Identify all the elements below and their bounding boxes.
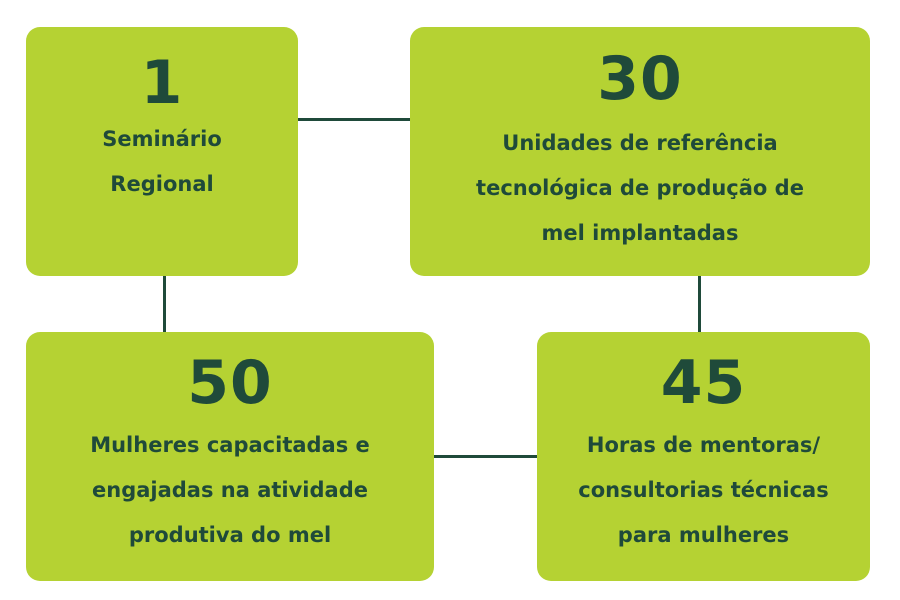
stat-card-mentoring-hours: 45 Horas de mentoras/ consultorias técni…	[537, 332, 870, 581]
stat-label: Horas de mentoras/ consultorias técnicas…	[578, 433, 829, 547]
stat-card-reference-units: 30 Unidades de referência tecnológica de…	[410, 27, 870, 276]
connector-card1-card30	[298, 118, 410, 121]
stat-label: Mulheres capacitadas e engajadas na ativ…	[90, 433, 370, 547]
stat-card-women-trained: 50 Mulheres capacitadas e engajadas na a…	[26, 332, 434, 581]
stat-number: 1	[140, 48, 184, 118]
connector-card50-card45	[434, 455, 537, 458]
stat-card-seminar: 1 Seminário Regional	[26, 27, 298, 276]
connector-card1-card50	[163, 276, 166, 332]
stat-label: Unidades de referência tecnológica de pr…	[476, 131, 804, 245]
stat-number: 50	[187, 348, 273, 418]
stat-number: 30	[597, 44, 683, 114]
connector-card30-card45	[698, 276, 701, 332]
stat-label: Seminário Regional	[102, 127, 222, 196]
stat-number: 45	[660, 348, 747, 418]
